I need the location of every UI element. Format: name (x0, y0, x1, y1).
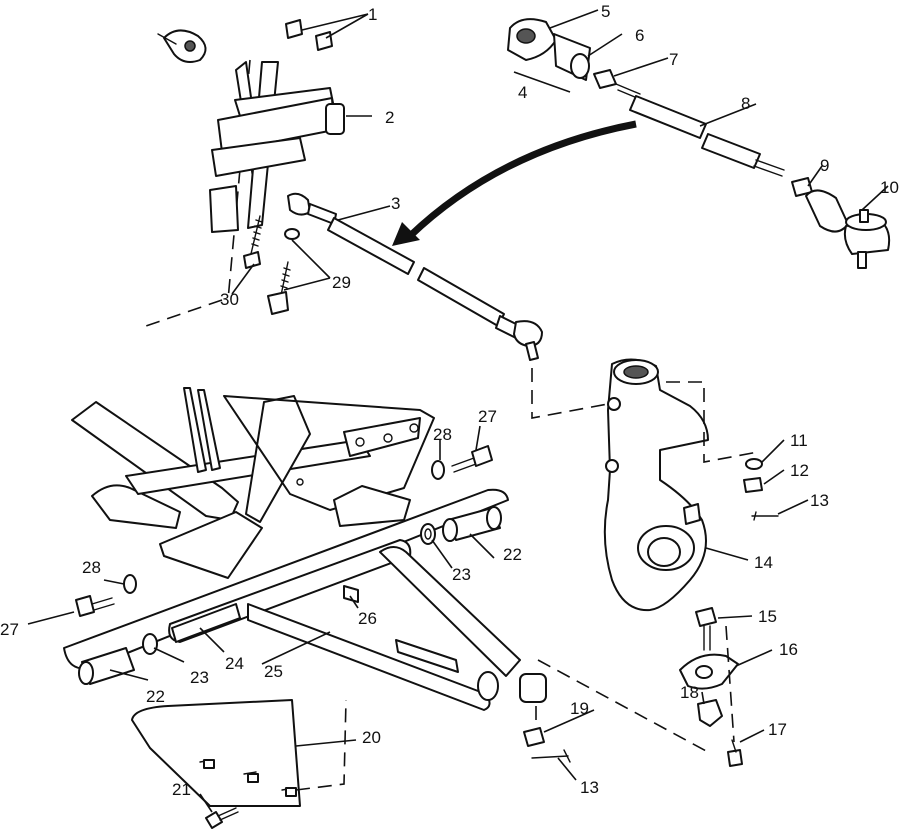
grease-fitting-26 (343, 585, 359, 603)
callout-4: 4 (518, 83, 527, 102)
nut-19 (523, 706, 545, 747)
callout-5: 5 (601, 2, 610, 21)
callout-29: 29 (332, 273, 351, 292)
callout-19: 19 (570, 699, 589, 718)
washer-11 (745, 458, 763, 470)
callout-7: 7 (669, 50, 678, 69)
callout-15: 15 (758, 607, 777, 626)
callout-20: 20 (362, 728, 381, 747)
callout-12: 12 (790, 461, 809, 480)
bushing-24 (171, 603, 241, 643)
callout-24: 24 (225, 654, 244, 673)
tie-rod-kit (507, 18, 891, 269)
callout-30: 30 (220, 290, 239, 309)
bolt-27-upper (451, 445, 493, 473)
callout-16: 16 (779, 640, 798, 659)
callout-18: 18 (680, 683, 699, 702)
bushing-22-lower (78, 647, 135, 685)
callout-27-lower: 27 (0, 620, 19, 639)
callout-28-lower: 28 (82, 558, 101, 577)
callout-8: 8 (741, 94, 750, 113)
callout-28-upper: 28 (433, 425, 452, 444)
ball-joint-plate-16 (679, 653, 739, 690)
bolt-30 (243, 215, 263, 269)
bolt-29 (267, 228, 300, 315)
callout-1: 1 (368, 5, 377, 24)
nut-12 (743, 477, 763, 493)
bolt-17-line (725, 625, 735, 743)
frame-section (71, 387, 435, 579)
screw-21 (205, 807, 239, 829)
callout-3: 3 (391, 194, 400, 213)
washer-23-lower (142, 633, 158, 655)
bolt-27-lower (75, 595, 115, 617)
callout-2: 2 (385, 108, 394, 127)
washer-23-upper (420, 523, 436, 545)
callout-13-upper: 13 (810, 491, 829, 510)
callout-11: 11 (790, 431, 808, 450)
tie-rod-3 (287, 192, 543, 361)
spindle-14 (603, 358, 709, 612)
callout-22-lower: 22 (146, 687, 165, 706)
callout-22-upper: 22 (503, 545, 522, 564)
callout-26: 26 (358, 609, 377, 628)
cotter-pin-13-lower (531, 749, 571, 763)
spindle-to-cotter-line (666, 381, 759, 463)
ball-joint-18 (697, 699, 723, 727)
cotter-pin-13-upper (751, 511, 779, 521)
skid-plate-20 (131, 699, 301, 807)
leader-lines (27, 9, 889, 813)
bolt-17 (727, 739, 743, 767)
callout-14: 14 (754, 553, 773, 572)
callout-10: 10 (880, 178, 899, 197)
callout-25: 25 (264, 662, 283, 681)
callout-6: 6 (635, 26, 644, 45)
callout-labels: 1 2 3 4 5 6 7 8 9 10 11 12 13 13 14 15 1… (0, 2, 899, 799)
washer-28-lower (123, 574, 137, 594)
bushing-22-upper (442, 506, 502, 542)
callout-23-upper: 23 (452, 565, 471, 584)
steering-post-assembly (145, 19, 345, 327)
skid-to-arm-line (295, 699, 347, 791)
washer-28-upper (431, 460, 445, 480)
tierod-to-spindle-line (531, 368, 609, 419)
callout-13-lower: 13 (580, 778, 599, 797)
callout-23-lower: 23 (190, 668, 209, 687)
callout-17: 17 (768, 720, 787, 739)
bolt-15 (695, 607, 717, 651)
callout-27-upper: 27 (478, 407, 497, 426)
callout-21: 21 (172, 780, 191, 799)
callout-9: 9 (820, 156, 829, 175)
arm-to-balljoint-line (537, 659, 709, 753)
direction-arrow (392, 120, 637, 246)
